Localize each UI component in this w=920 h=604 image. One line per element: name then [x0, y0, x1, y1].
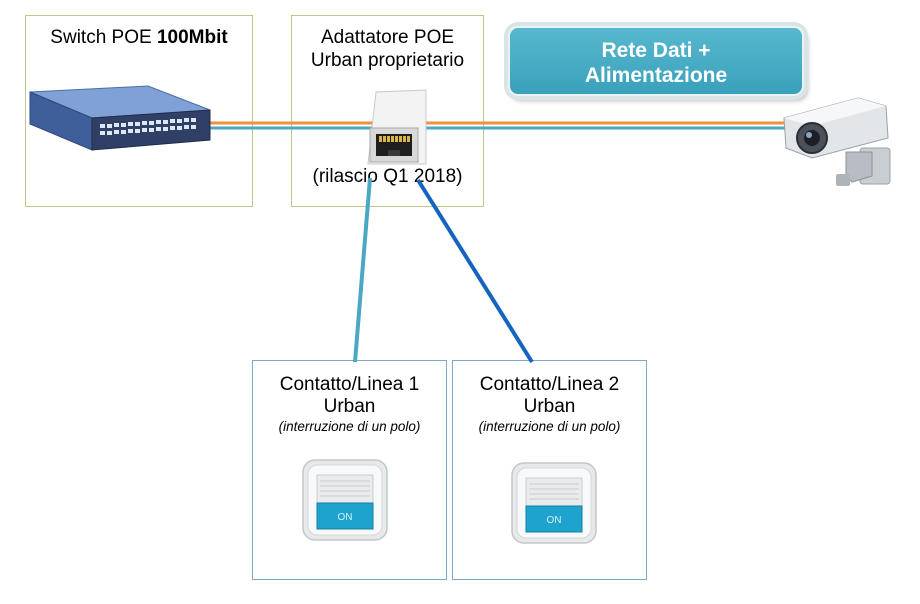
poe-cable [205, 121, 790, 130]
banner-line1: Rete Dati + [601, 39, 711, 62]
adapter-box: Adattatore POE Urban proprietario (rilas… [291, 15, 484, 207]
contact2-note: (interruzione di un polo) [478, 419, 621, 434]
switch-title-speed: 100Mbit [156, 27, 228, 48]
adapter-release-note: (rilascio Q1 2018) [312, 166, 463, 187]
contact1-box: Contatto/Linea 1 Urban (interruzione di … [252, 360, 447, 580]
line2-cable [416, 178, 534, 364]
banner-line2: Alimentazione [584, 64, 728, 87]
switch-title: Switch POE 100Mbit [26, 26, 252, 49]
line2-toggle-label: ON [547, 515, 562, 526]
line1-toggle-switch[interactable]: ON [302, 459, 388, 541]
switch-title-prefix: Switch POE [50, 27, 157, 48]
poe-switch-icon [29, 85, 211, 151]
data-power-banner: Rete Dati + Alimentazione [508, 26, 804, 96]
poe-adapter-icon [367, 89, 427, 165]
line1-toggle-label: ON [338, 512, 353, 523]
adapter-title-line1: Adattatore POE [320, 27, 455, 48]
contact1-note: (interruzione di un polo) [278, 419, 421, 434]
contact2-title-line2: Urban [523, 396, 576, 417]
security-camera-icon [783, 97, 891, 186]
line1-cable [353, 177, 372, 363]
adapter-title-line2: Urban proprietario [310, 50, 465, 71]
line2-toggle-switch[interactable]: ON [511, 462, 597, 544]
contact1-title-line2: Urban [323, 396, 376, 417]
contact1-title-line1: Contatto/Linea 1 [279, 374, 420, 395]
contact2-title-line1: Contatto/Linea 2 [479, 374, 620, 395]
